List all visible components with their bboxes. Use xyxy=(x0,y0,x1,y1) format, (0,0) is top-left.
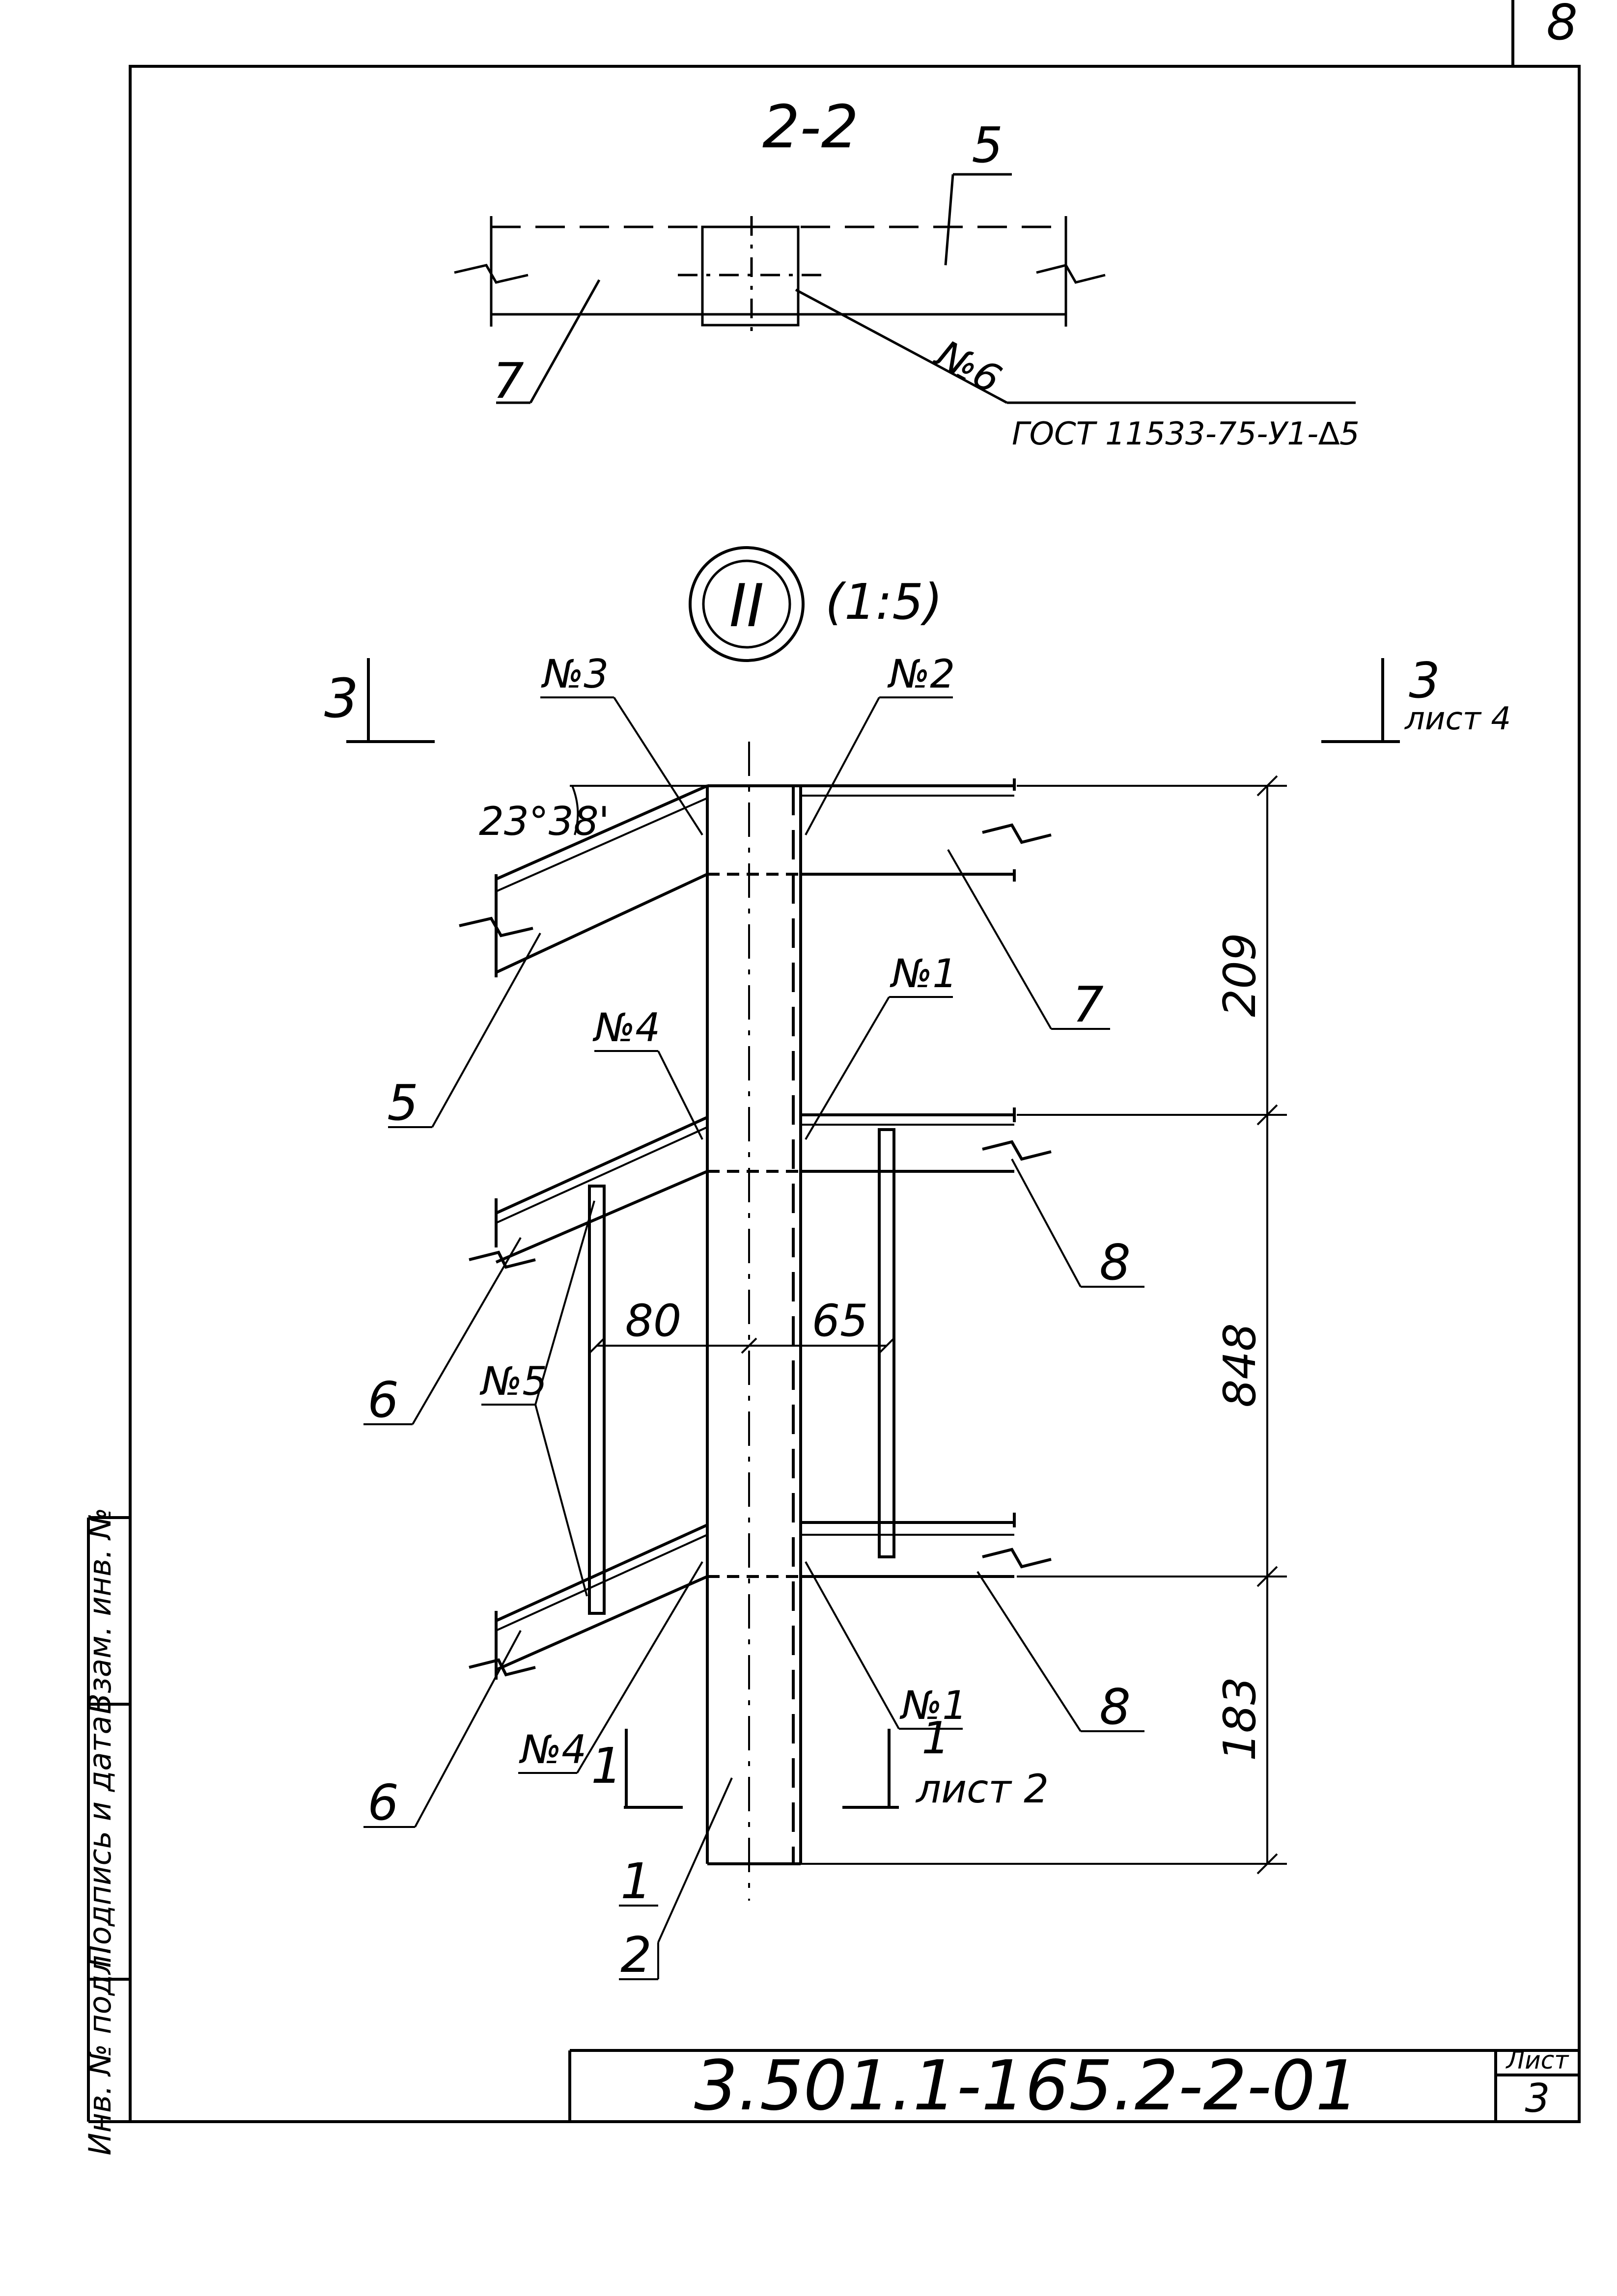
section-1-left: 1 xyxy=(591,1737,622,1795)
weld-mark-1-mid: №1 xyxy=(890,951,957,996)
lower-beam xyxy=(707,1513,1052,1578)
dim-vertical-3: 183 xyxy=(1214,1677,1266,1761)
dimensions xyxy=(588,775,1287,1875)
mid-beam xyxy=(707,1107,1052,1173)
part-label-1: 1 xyxy=(620,1853,652,1910)
weld-standard: ГОСТ 11533-75-У1-∆5 xyxy=(1012,416,1360,452)
sheet-number: 3 xyxy=(1525,2075,1550,2121)
weld-mark-2: №2 xyxy=(887,651,955,697)
detail-mark: II (1:5) xyxy=(689,546,943,662)
section-1-right-sheet: лист 2 xyxy=(915,1766,1049,1812)
weld-mark-6: №6 xyxy=(927,331,1009,403)
dim-horizontal-left: 80 xyxy=(625,1295,682,1347)
column xyxy=(706,742,802,1901)
stiffener-plates xyxy=(588,1128,895,1615)
part-label-8-mid: 8 xyxy=(1099,1234,1131,1291)
leaders xyxy=(363,696,1144,1980)
section-2-2-part-7: 7 xyxy=(493,352,524,410)
weld-mark-1-bottom: №1 xyxy=(899,1683,967,1728)
dim-vertical-2: 848 xyxy=(1214,1323,1266,1408)
side-label-signature: Подпись и дата xyxy=(82,1715,118,1968)
angle-dimension xyxy=(570,785,707,835)
section-1-right: 1 xyxy=(921,1713,949,1764)
section-3-right-sheet: лист 4 xyxy=(1404,701,1511,737)
lower-brace xyxy=(469,1523,708,1680)
mid-brace xyxy=(469,1116,708,1269)
weld-mark-4-mid: №4 xyxy=(592,1005,660,1051)
part-label-2: 2 xyxy=(620,1926,652,1984)
side-stamp xyxy=(87,1516,130,2123)
section-3-right: 3 xyxy=(1409,652,1440,709)
side-label-vzam: Взам. инв. № xyxy=(82,1508,118,1715)
angle-value: 23°38' xyxy=(479,799,610,844)
weld-mark-4-bottom: №4 xyxy=(519,1727,586,1772)
dim-vertical-1: 209 xyxy=(1214,933,1266,1017)
dim-horizontal-right: 65 xyxy=(812,1295,868,1347)
sheet-corner-number: 8 xyxy=(1546,0,1578,51)
section-1-markers xyxy=(624,1729,899,1809)
weld-mark-3: №3 xyxy=(541,651,609,697)
section-3-markers xyxy=(346,658,1400,743)
sheet-label: Лист xyxy=(1505,2046,1570,2075)
part-label-6-mid: 6 xyxy=(367,1371,399,1429)
section-2-2: 2-2 7 5 №6 ГОСТ 11533-75-У1-∆5 xyxy=(454,93,1360,452)
section-3-left: 3 xyxy=(324,667,359,730)
weld-mark-5: №5 xyxy=(479,1358,547,1404)
section-2-2-title: 2-2 xyxy=(762,93,859,162)
top-beam xyxy=(707,778,1052,882)
part-label-6-low: 6 xyxy=(367,1774,399,1831)
detail-scale: (1:5) xyxy=(825,573,943,631)
title-block xyxy=(568,2049,1579,2122)
detail-number: II xyxy=(729,572,764,640)
part-label-5: 5 xyxy=(387,1074,418,1132)
part-label-7: 7 xyxy=(1072,976,1104,1033)
section-2-2-part-5: 5 xyxy=(972,116,1003,174)
drawing-designation: 3.501.1-165.2-2-01 xyxy=(694,2046,1359,2126)
part-label-8-low: 8 xyxy=(1099,1678,1131,1736)
side-label-inv-podl: Инв. № подл. xyxy=(82,1945,118,2156)
sheet-frame xyxy=(129,0,1581,2123)
upper-brace xyxy=(459,784,708,977)
